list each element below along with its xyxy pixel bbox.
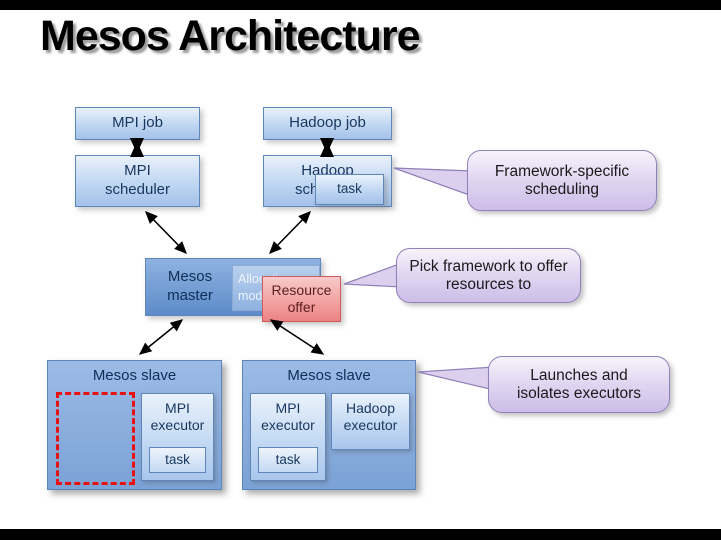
mesos-slave-left-title: Mesos slave <box>92 367 177 384</box>
letterbox-bottom <box>0 529 721 540</box>
mesos-slave-left-box: Mesos slave MPI executor task <box>47 360 222 490</box>
mpi-job-label: MPI job <box>112 114 163 132</box>
mesos-master-label: Mesos master <box>167 268 213 304</box>
mpi-executor-left-task-label: task <box>165 451 190 467</box>
arrow-mpischeduler-master <box>145 210 187 255</box>
callout-tail-launch <box>417 366 495 391</box>
hadoop-executor-box: Hadoop executor <box>331 393 410 450</box>
callout-framework-scheduling-text: Framework-specific scheduling <box>494 162 630 198</box>
callout-tail-framework <box>393 167 473 197</box>
mpi-executor-right-label: MPI executor <box>261 400 315 433</box>
mpi-executor-left-label: MPI executor <box>150 400 205 433</box>
mpi-executor-left-box: MPI executor task <box>141 393 214 481</box>
mesos-slave-right-title: Mesos slave <box>287 367 371 384</box>
resource-offer-box: Resource offer <box>262 276 341 322</box>
mesos-slave-right-box: Mesos slave MPI executor task Hadoop exe… <box>242 360 416 490</box>
resource-offer-label: Resource offer <box>271 281 332 316</box>
callout-pick-framework-text: Pick framework to offer resources to <box>409 257 568 293</box>
mpi-executor-right-box: MPI executor task <box>250 393 326 481</box>
scheduler-task-label: task <box>337 181 362 197</box>
page-title: Mesos Architecture <box>40 12 420 60</box>
letterbox-top <box>0 0 721 10</box>
empty-executor-slot <box>56 392 135 485</box>
arrow-master-leftslave <box>138 319 184 355</box>
scheduler-task-box: task <box>315 174 384 205</box>
mpi-scheduler-box: MPI scheduler <box>75 155 200 207</box>
arrow-master-rightslave <box>269 319 325 355</box>
hadoop-job-box: Hadoop job <box>263 107 392 140</box>
callout-launches-executors-text: Launches and isolates executors <box>516 366 642 402</box>
callout-tail-pick <box>343 262 403 288</box>
mpi-scheduler-label: MPI scheduler <box>104 162 171 198</box>
callout-launches-executors: Launches and isolates executors <box>488 356 670 413</box>
mpi-executor-right-task-label: task <box>275 451 301 467</box>
mesos-master-label-area: Mesos master <box>146 259 234 315</box>
mpi-executor-left-task-box: task <box>149 447 206 473</box>
hadoop-executor-label: Hadoop executor <box>343 400 398 433</box>
mpi-executor-right-task-box: task <box>258 447 318 473</box>
hadoop-job-label: Hadoop job <box>289 114 366 132</box>
callout-framework-scheduling: Framework-specific scheduling <box>467 150 657 211</box>
mpi-job-box: MPI job <box>75 107 200 140</box>
arrow-hadoopscheduler-master <box>269 210 311 255</box>
callout-pick-framework: Pick framework to offer resources to <box>396 248 581 303</box>
